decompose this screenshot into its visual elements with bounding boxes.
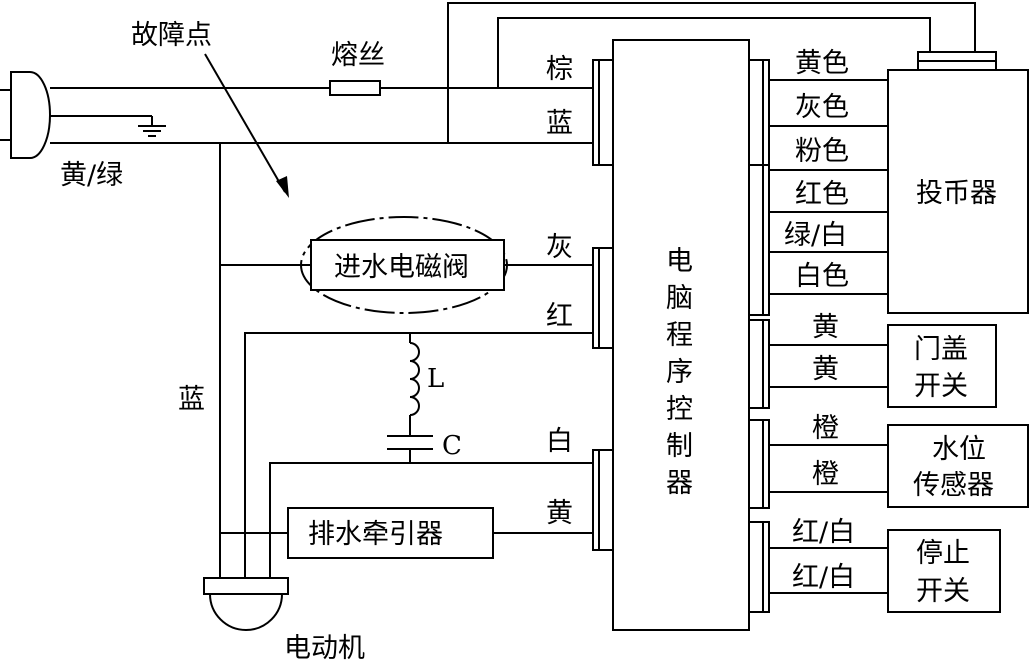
yellow-green-label: 黄/绿 (60, 160, 123, 191)
stop-wire-label: 红/白 (792, 517, 855, 548)
controller-box (612, 39, 750, 631)
inlet-valve-label: 进水电磁阀 (334, 252, 469, 283)
white-wire (269, 462, 593, 580)
water-sensor-label-2: 传感器 (913, 470, 994, 501)
fuse-label: 熔丝 (331, 40, 385, 71)
inductor-label: L (427, 364, 444, 394)
coin-box-wires (769, 79, 888, 295)
stop-switch-label-1: 停止 (916, 538, 970, 569)
coin-wire-label: 红色 (795, 179, 849, 210)
inductor (409, 342, 420, 416)
controller-char: 程 (666, 320, 693, 351)
wire-label-red: 红 (546, 301, 573, 332)
controller-char: 脑 (666, 283, 693, 314)
motor-label: 电动机 (284, 633, 365, 663)
level-wire-label: 橙 (812, 459, 839, 490)
fault-point-label: 故障点 (131, 20, 212, 51)
coin-wire-label: 粉色 (795, 136, 849, 167)
controller-label: 电 脑 程 序 控 制 器 (666, 246, 693, 499)
blue-neutral-label: 蓝 (178, 384, 205, 415)
controller-char: 序 (666, 357, 693, 388)
door-switch-label-2: 开关 (914, 371, 968, 402)
wire-label-brown: 棕 (546, 54, 573, 85)
motor (203, 577, 289, 631)
controller-char: 控 (666, 394, 693, 425)
door-wire-label: 黄 (812, 312, 839, 343)
door-switch (887, 324, 997, 408)
wire-label-blue: 蓝 (546, 108, 573, 139)
door-wire-label: 黄 (812, 354, 839, 385)
drain-tractor-label: 排水牵引器 (308, 519, 443, 550)
coin-box (887, 51, 1029, 314)
ground-icon (138, 125, 166, 137)
coin-wire-label: 白色 (795, 261, 849, 292)
stop-switch (887, 529, 1001, 613)
drain-tractor (287, 507, 494, 559)
stop-wire-label: 红/白 (792, 562, 855, 593)
controller-char: 制 (666, 431, 693, 462)
coin-wire-label: 灰色 (795, 92, 849, 123)
wire-label-yellow: 黄 (546, 498, 573, 529)
power-plug (0, 71, 51, 159)
neutral-wires (219, 143, 310, 580)
controller-left-connectors (592, 59, 614, 551)
wire-label-grey: 灰 (546, 232, 573, 263)
inlet-valve (300, 216, 508, 314)
controller-char: 器 (666, 468, 693, 499)
coin-box-label: 投币器 (916, 178, 997, 209)
controller-right-connectors (748, 59, 770, 613)
red-wire (244, 332, 593, 580)
coin-box-feed-wires (447, 2, 976, 143)
door-switch-label-1: 门盖 (914, 334, 968, 365)
fuse (329, 80, 381, 96)
controller-char: 电 (666, 246, 693, 277)
water-level-sensor (887, 424, 1029, 508)
supply-wires (50, 87, 593, 144)
stop-switch-label-2: 开关 (916, 576, 970, 607)
water-sensor-label-1: 水位 (932, 434, 986, 465)
fault-arrow (204, 53, 289, 198)
wire-label-white: 白 (546, 426, 573, 457)
lc-branch (387, 333, 433, 463)
coin-wire-label: 黄色 (795, 48, 849, 79)
coin-wire-label: 绿/白 (784, 220, 847, 251)
level-wire-label: 橙 (812, 413, 839, 444)
capacitor-label: C (442, 431, 462, 461)
